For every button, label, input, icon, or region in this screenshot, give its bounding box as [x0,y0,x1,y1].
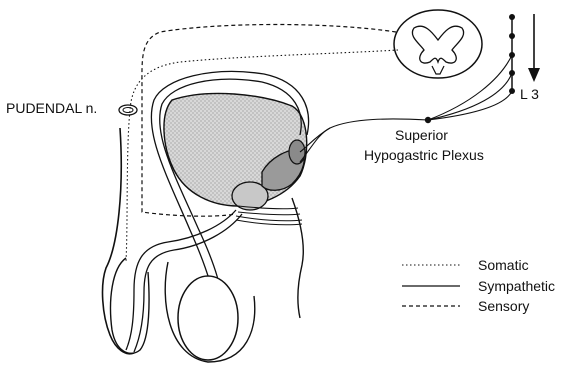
abdomen-contour [292,198,303,318]
spinal-cord-section [394,10,482,78]
spinal-level-label: L 3 [520,86,539,102]
plexus-label-line2: Hypogastric Plexus [364,147,484,163]
legend-sympathetic-label: Sympathetic [478,278,555,294]
descending-arrow [528,14,540,82]
seminal-gland [289,140,305,164]
legend: Somatic Sympathetic Sensory [402,257,555,314]
legend-sensory-label: Sensory [478,298,529,314]
pudendal-nerve-marker-inner [123,108,133,113]
testis [178,276,238,360]
plexus-node [425,117,431,123]
sympathetic-fibers [300,55,512,162]
pudendal-nerve-label: PUDENDAL n. [6,100,97,116]
sympathetic-chain [509,14,515,94]
pudendal-nerve-marker [119,105,137,115]
legend-somatic-label: Somatic [478,257,529,273]
body-outline [103,128,134,354]
plexus-label-line1: Superior [395,127,448,143]
